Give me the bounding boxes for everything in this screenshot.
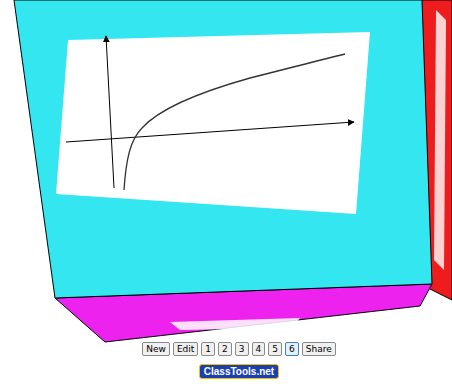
toolbar-button: 6: [285, 342, 299, 356]
x-axis: [66, 122, 354, 142]
log-curve: [124, 54, 345, 190]
toolbar-button: New: [142, 342, 170, 356]
toolbar-button: 4: [252, 342, 266, 356]
toolbar-button: Edit: [173, 342, 198, 356]
button-label: 1: [205, 344, 211, 354]
bottom-card: [170, 318, 300, 330]
button-label: Share: [306, 344, 332, 354]
button-label: 3: [239, 344, 245, 354]
button-label: 2: [222, 344, 228, 354]
toolbar-button: 5: [268, 342, 282, 356]
toolbar-button: 3: [235, 342, 249, 356]
toolbar-button: Share: [302, 342, 336, 356]
y-axis: [106, 36, 114, 188]
button-label: 5: [272, 344, 278, 354]
side-card: [434, 10, 446, 270]
toolbar-button: 1: [201, 342, 215, 356]
toolbar-button: 2: [218, 342, 232, 356]
button-label: Edit: [177, 344, 194, 354]
site-logo: ClassTools.net: [199, 364, 279, 379]
button-label: 6: [289, 344, 295, 354]
graph-card: [56, 32, 370, 214]
cube-front: [14, 0, 432, 298]
button-label: New: [146, 344, 166, 354]
button-label: 4: [256, 344, 262, 354]
